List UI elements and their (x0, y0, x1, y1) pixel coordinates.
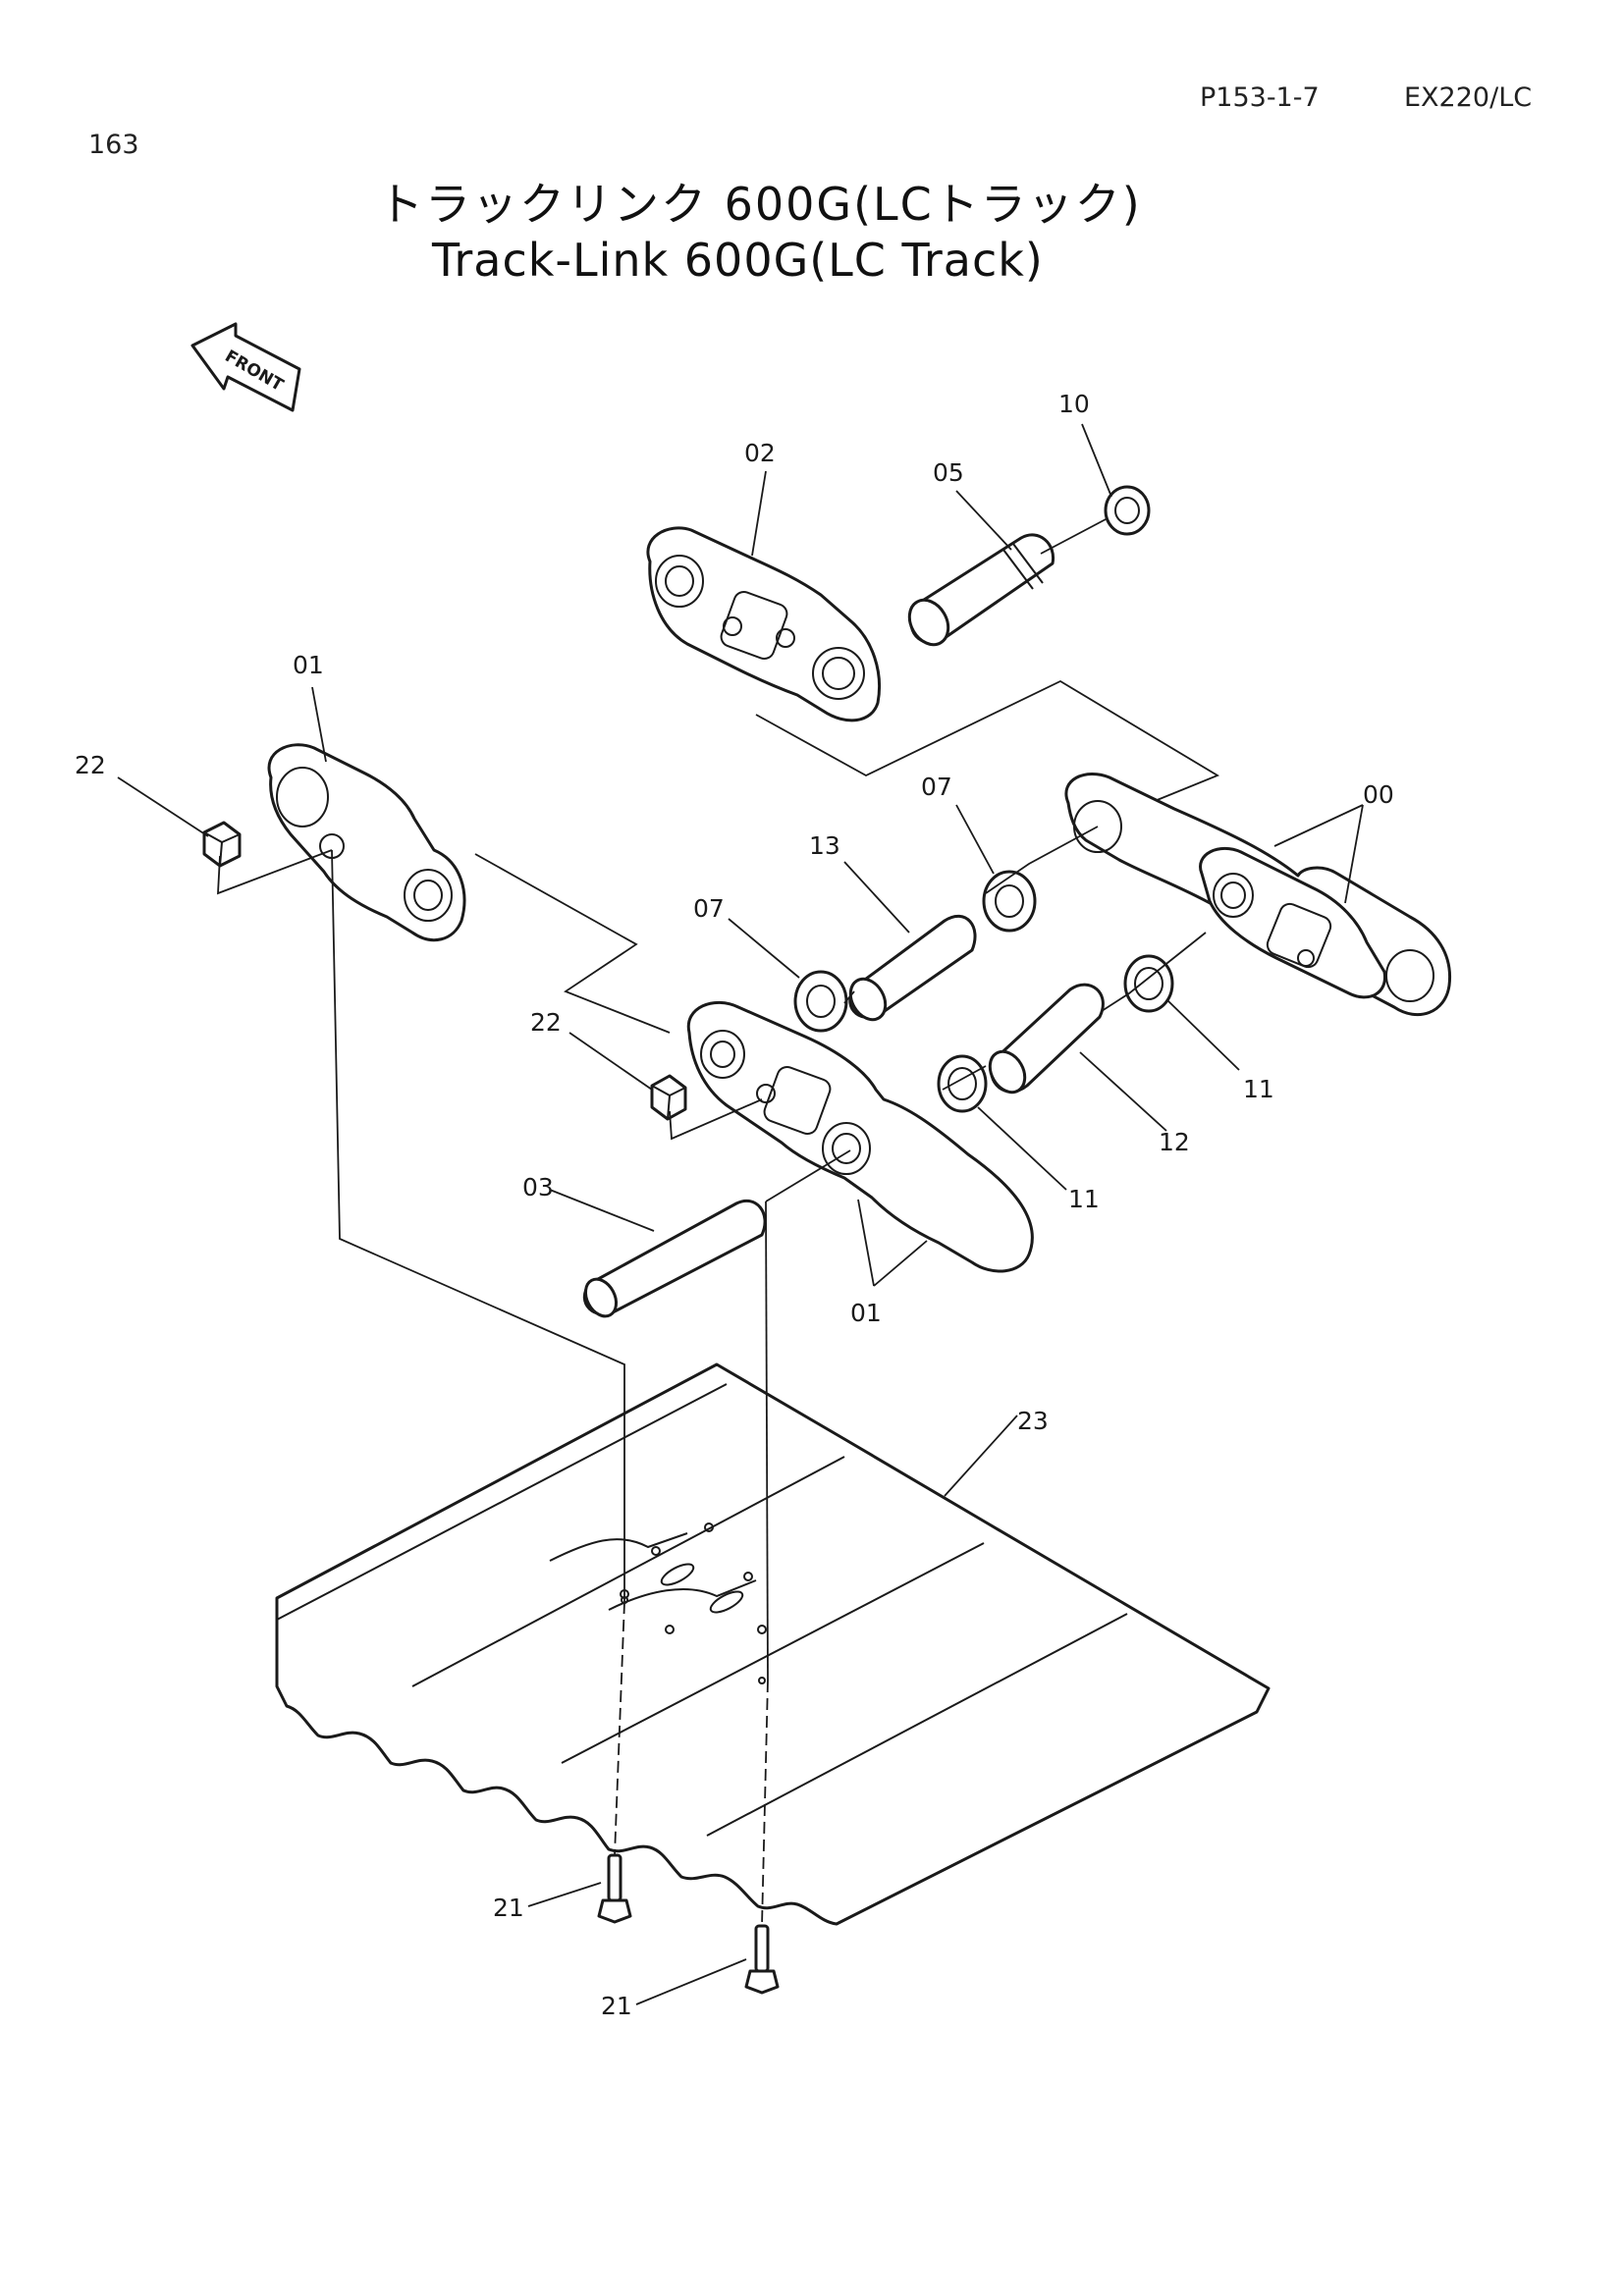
callout-labels: 02 05 10 01 22 00 07 13 07 22 11 12 11 0… (75, 390, 1394, 2020)
track-link-00-assembly (1064, 773, 1452, 1017)
callout-11-right: 11 (1243, 1075, 1274, 1103)
callout-22-left: 22 (75, 751, 106, 779)
callout-05: 05 (933, 458, 964, 487)
callout-23: 23 (1017, 1407, 1049, 1435)
title-japanese: トラックリンク 600G(LCトラック) (378, 178, 1142, 231)
callout-leaders (117, 423, 1364, 2005)
title-english: Track-Link 600G(LC Track) (432, 234, 1044, 287)
bushing-12 (988, 983, 1105, 1095)
seal-07-lower (793, 970, 848, 1033)
callout-12: 12 (1159, 1128, 1190, 1156)
callout-07-lower: 07 (693, 894, 725, 923)
callout-11-lower: 11 (1068, 1185, 1100, 1213)
page-reference: P153-1-7 (1200, 82, 1320, 113)
nut-22-left (202, 821, 242, 868)
track-pin-05 (907, 533, 1055, 647)
callout-01-top: 01 (293, 651, 324, 679)
seal-11-lower (937, 1054, 988, 1113)
callout-21-lower: 21 (601, 1992, 632, 2020)
seal-11-right (1123, 954, 1174, 1013)
callout-22-mid: 22 (530, 1008, 562, 1037)
callout-13: 13 (809, 831, 840, 860)
page-number: 163 (88, 130, 139, 160)
front-arrow-icon: FRONT (190, 322, 301, 412)
track-shoes-23 (275, 1362, 1271, 1926)
callout-10: 10 (1058, 390, 1090, 418)
nut-22-mid (650, 1074, 687, 1121)
callout-21-upper: 21 (493, 1894, 524, 1922)
snap-ring-10 (1104, 485, 1151, 536)
callout-01-bottom: 01 (850, 1299, 882, 1327)
track-link-01-single (267, 743, 466, 942)
bushing-13 (848, 914, 977, 1022)
master-pin-03 (582, 1199, 767, 1318)
callout-03: 03 (522, 1173, 554, 1201)
model-number: EX220/LC (1404, 82, 1533, 113)
callout-02: 02 (744, 439, 776, 467)
callout-00: 00 (1363, 780, 1394, 809)
bolt-21-lower (744, 1924, 780, 1995)
track-link-02 (646, 526, 882, 722)
seal-07-upper (982, 870, 1037, 933)
track-link-01-pair (686, 1000, 1034, 1273)
bolt-21-upper (597, 1853, 632, 1924)
callout-07-upper: 07 (921, 773, 952, 801)
assembly-lines (217, 517, 1207, 1927)
